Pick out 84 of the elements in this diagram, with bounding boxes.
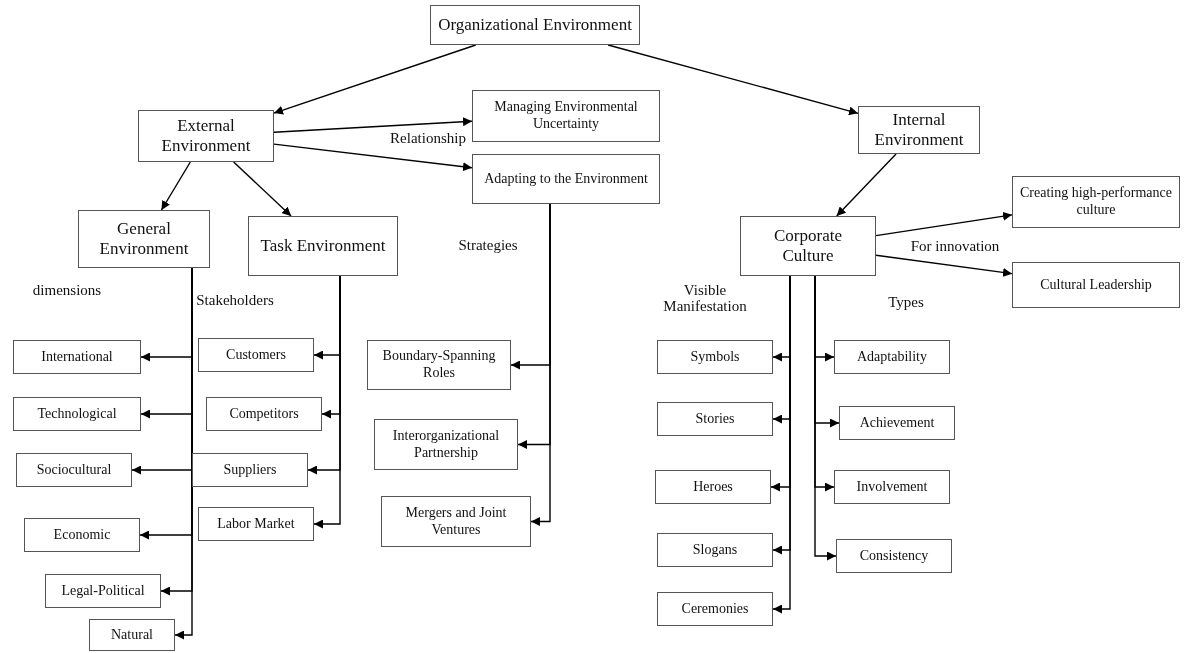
concept-box [24, 518, 140, 552]
arrow [313, 275, 341, 529]
arrow [232, 161, 292, 217]
box-label: Involvement [856, 478, 928, 496]
box-label: Suppliers [223, 461, 277, 479]
concept-box [657, 533, 773, 567]
box-label: Organizational Environment [438, 14, 632, 36]
concept-box [430, 5, 640, 45]
box-label: General Environment [98, 218, 190, 260]
box-label: Interorganizational Partnership [391, 427, 501, 462]
concept-box [78, 210, 210, 268]
box-label: Slogans [692, 541, 738, 559]
concept-box [740, 216, 876, 276]
box-label: Creating high-performance culture [1019, 185, 1173, 219]
box-label: Economic [53, 526, 111, 544]
box-label: Natural [111, 626, 153, 644]
concept-box [472, 154, 660, 204]
concept-box [13, 340, 141, 374]
box-label: Competitors [229, 405, 299, 423]
box-label: Sociocultural [36, 461, 112, 479]
arrow [273, 143, 473, 172]
box-label: Adapting to the Environment [484, 170, 648, 188]
box-label: Managing Environmental Uncertainty [493, 99, 639, 133]
arrow [875, 211, 1013, 237]
concept-box [836, 539, 952, 573]
concept-box [138, 110, 274, 162]
concept-box [657, 340, 773, 374]
relation-label: Types [887, 294, 925, 310]
box-label: Task Environment [260, 235, 386, 257]
box-label: Customers [226, 346, 286, 364]
concept-box [834, 470, 950, 504]
box-label: Technological [37, 405, 117, 423]
box-label: Corporate Culture [773, 225, 843, 267]
concept-box [206, 397, 322, 431]
box-label: Ceremonies [681, 600, 749, 618]
concept-box [834, 340, 950, 374]
box-label: Adaptability [857, 348, 927, 366]
concept-box [198, 507, 314, 541]
arrow [160, 161, 192, 211]
concept-box [657, 592, 773, 626]
concept-box [1012, 262, 1180, 308]
box-label: Consistency [859, 547, 929, 565]
box-label: Labor Market [217, 515, 295, 533]
concept-box [381, 496, 531, 547]
relation-label: Strategies [457, 237, 519, 253]
relation-label: Stakeholders [195, 292, 275, 308]
arrow [875, 254, 1013, 277]
box-label: External Environment [160, 115, 252, 157]
concept-box [655, 470, 771, 504]
relation-label: Visible Manifestation [662, 282, 748, 314]
concept-box [858, 106, 980, 154]
concept-box [472, 90, 660, 142]
relation-label: For innovation [909, 238, 1001, 254]
box-label: Achievement [859, 414, 935, 432]
arrow [273, 117, 473, 133]
relation-label: Relationship [389, 130, 467, 146]
arrow [814, 275, 837, 561]
concept-box [45, 574, 161, 608]
concept-box [657, 402, 773, 436]
concept-box [192, 453, 308, 487]
box-label: International [41, 348, 113, 366]
box-label: Legal-Political [61, 582, 145, 600]
relation-label: dimensions [31, 282, 103, 298]
concept-box [13, 397, 141, 431]
concept-box [89, 619, 175, 651]
arrow [836, 153, 897, 217]
arrow [772, 275, 791, 614]
arrow [273, 44, 477, 115]
box-label: Cultural Leadership [1040, 276, 1152, 294]
box-label: Mergers and Joint Ventures [404, 504, 508, 539]
box-label: Symbols [690, 348, 740, 366]
concept-box [839, 406, 955, 440]
concept-box [367, 340, 511, 390]
concept-box [198, 338, 314, 372]
box-label: Heroes [693, 478, 733, 496]
box-label: Stories [695, 410, 735, 428]
concept-box [374, 419, 518, 470]
concept-box [248, 216, 398, 276]
box-label: Boundary-Spanning Roles [381, 348, 497, 382]
concept-box [16, 453, 132, 487]
arrow [530, 203, 551, 526]
concept-box [1012, 176, 1180, 228]
arrow [607, 44, 859, 116]
box-label: Internal Environment [873, 109, 965, 151]
